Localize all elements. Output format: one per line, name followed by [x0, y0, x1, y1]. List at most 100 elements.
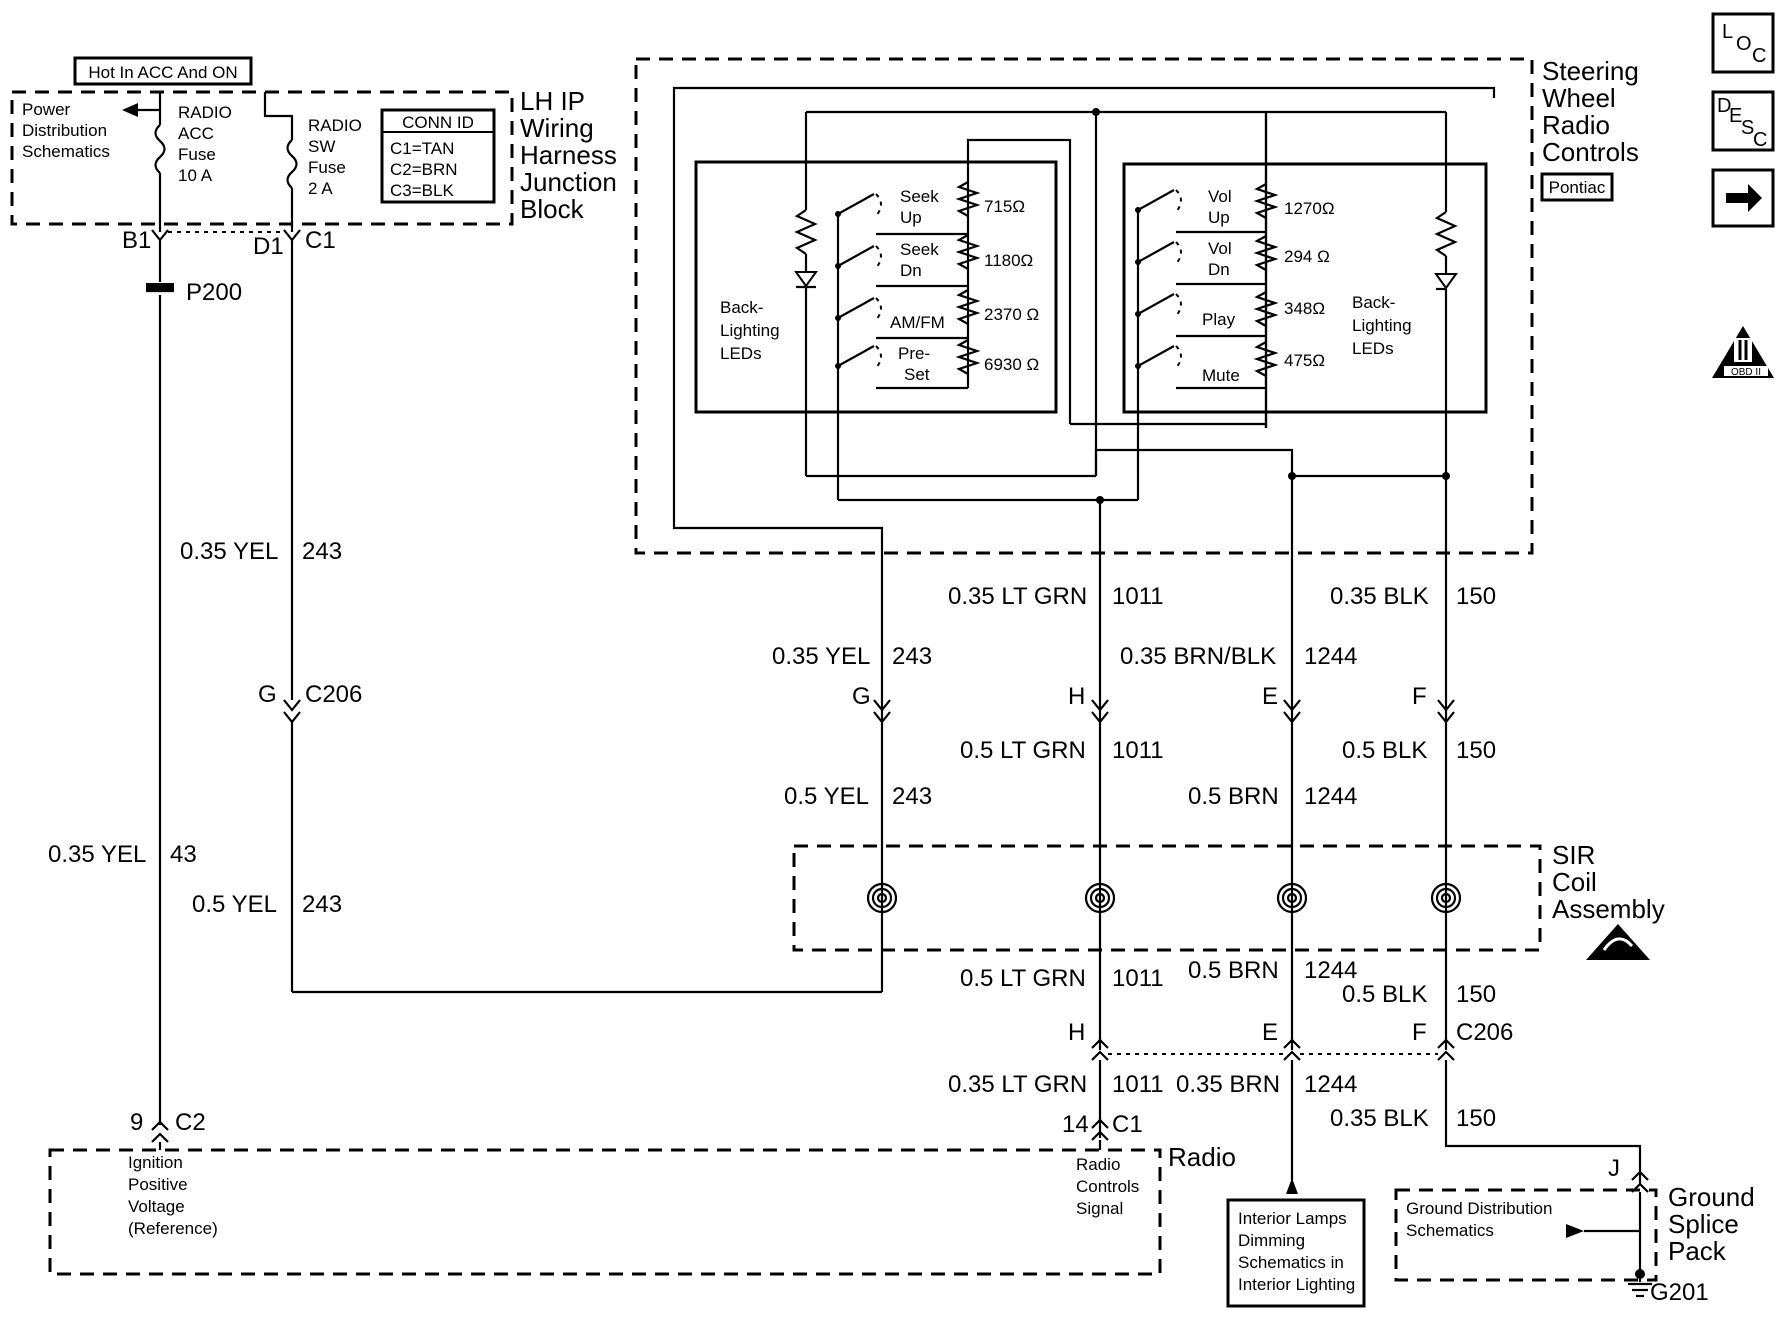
harness-name-5: Block: [520, 194, 585, 224]
ohm-1270: 1270Ω: [1284, 199, 1335, 218]
radio-pin-9: 9: [130, 1109, 143, 1136]
sir-name-1: SIR: [1552, 840, 1595, 870]
loc-button[interactable]: L O C: [1711, 12, 1775, 74]
wire-150-mid-label: 0.5 BLK: [1342, 737, 1427, 764]
ground-name-2: Splice: [1668, 1209, 1739, 1239]
wire-1011-035-top-label: 0.35 LT GRN: [948, 583, 1087, 610]
harness-name-3: Harness: [520, 140, 617, 170]
harness-name-4: Junction: [520, 167, 617, 197]
radio-controls-3: Signal: [1076, 1199, 1123, 1218]
interior-lamps-link[interactable]: Interior Lamps Dimming Schematics in Int…: [1226, 1178, 1366, 1308]
backlight-right-3: LEDs: [1352, 339, 1394, 358]
play: Play: [1202, 310, 1236, 329]
wire-150-low-label: 0.5 BLK: [1342, 981, 1427, 1008]
resistor-icon: [1253, 235, 1279, 271]
coil-icon: [866, 882, 898, 914]
wire-150-top-label: 0.35 BLK: [1330, 583, 1429, 610]
vol-dn-1: Vol: [1208, 239, 1232, 258]
fuse-icon: [286, 139, 298, 189]
radio-sw-fuse-line1: RADIO: [308, 116, 362, 135]
steering-wheel-controls: Steering Wheel Radio Controls Pontiac Ba…: [634, 56, 1639, 992]
wire-1011-05-low-label: 0.5 LT GRN: [960, 965, 1086, 992]
resistor-icon: [955, 289, 981, 325]
backlight-left-2: Lighting: [720, 321, 780, 340]
radio-sw-fuse-line4: 2 A: [308, 179, 333, 198]
pin-d1: D1: [253, 233, 284, 260]
radio-sw-fuse-line2: SW: [308, 137, 335, 156]
radio-c1: C1: [1112, 1111, 1143, 1138]
ground-splice-pack: J Ground Splice Pack Ground Distribution…: [1394, 1155, 1755, 1306]
wire-243-035-num: 243: [302, 538, 342, 565]
left-arrow-icon: [122, 103, 138, 117]
ignition-3: Voltage: [128, 1197, 185, 1216]
resistor-icon: [1253, 341, 1279, 377]
wire-150-bot-num: 150: [1456, 1105, 1496, 1132]
led-icon: [794, 271, 818, 288]
wire-1011-05-mid-num: 1011: [1112, 737, 1164, 764]
wire-243-035-right-label: 0.35 YEL: [772, 643, 870, 670]
wire-243-035-label: 0.35 YEL: [180, 538, 278, 565]
desc-button[interactable]: D E S C: [1711, 90, 1775, 152]
resistor-icon: [794, 209, 818, 255]
seek-up-1: Seek: [900, 187, 939, 206]
resistor-icon: [955, 181, 981, 217]
sir-name-2: Coil: [1552, 867, 1597, 897]
seek-dn-2: Dn: [900, 261, 922, 280]
interior-lamps-1: Interior Lamps: [1238, 1209, 1347, 1228]
radio-module: Radio 9 C2 14 C1 Ignition Positive Volta…: [48, 1109, 1236, 1276]
right-arrow-icon: [1566, 1224, 1584, 1238]
wire-243-05-right-label: 0.5 YEL: [784, 783, 869, 810]
coil-icon: [1430, 882, 1462, 914]
sir-coil-assembly: SIR Coil Assembly: [792, 840, 1665, 960]
interior-lamps-4: Interior Lighting: [1238, 1275, 1355, 1294]
wire-150-bot-label: 0.35 BLK: [1330, 1105, 1429, 1132]
steering-name-3: Radio: [1542, 110, 1610, 140]
mute: Mute: [1202, 366, 1240, 385]
next-button[interactable]: [1711, 168, 1775, 228]
fuse-icon: [154, 124, 166, 174]
interior-lamps-3: Schematics in: [1238, 1253, 1344, 1272]
g201-label: G201: [1650, 1279, 1709, 1306]
resistor-icon: [1253, 183, 1279, 219]
up-arrow-icon: [1286, 1178, 1298, 1194]
radio-acc-fuse-line2: ACC: [178, 124, 214, 143]
obd-ii-button[interactable]: OBD II: [1712, 326, 1774, 378]
wire-150-mid-num: 150: [1456, 737, 1496, 764]
vol-dn-2: Dn: [1208, 260, 1230, 279]
ignition-2: Positive: [128, 1175, 188, 1194]
wire-150-top-num: 150: [1456, 583, 1496, 610]
conn-id-title: CONN ID: [402, 113, 474, 132]
radio-c2: C2: [175, 1109, 206, 1136]
wire-243-05-left-label: 0.5 YEL: [192, 891, 277, 918]
ground-name-1: Ground: [1668, 1182, 1755, 1212]
upper-pin-f: F: [1412, 683, 1427, 710]
radio-acc-fuse-line3: Fuse: [178, 145, 216, 164]
loc-c: C: [1752, 45, 1766, 67]
pontiac-badge: Pontiac: [1549, 178, 1606, 197]
desc-c: C: [1753, 129, 1767, 151]
resistor-icon: [955, 234, 981, 270]
wire-1244-low-num: 1244: [1304, 957, 1357, 984]
pin-b1: B1: [122, 227, 151, 254]
wire-243-05-left-num: 243: [302, 891, 342, 918]
harness-name-1: LH IP: [520, 86, 585, 116]
coil-icon: [1084, 882, 1116, 914]
sir-warning-icon: [1586, 924, 1650, 960]
radio-acc-fuse-line4: 10 A: [178, 166, 213, 185]
ohm-475: 475Ω: [1284, 351, 1325, 370]
wire-1244-mid-num: 1244: [1304, 783, 1357, 810]
ohm-715: 715Ω: [984, 197, 1025, 216]
ohm-348: 348Ω: [1284, 299, 1325, 318]
desc-d: D: [1717, 95, 1731, 117]
wire-1011-035-top-num: 1011: [1112, 583, 1164, 610]
ignition-4: (Reference): [128, 1219, 218, 1238]
vol-up-2: Up: [1208, 208, 1230, 227]
wire-150-low-num: 150: [1456, 981, 1496, 1008]
loc-l: L: [1722, 21, 1733, 43]
steering-name-4: Controls: [1542, 137, 1639, 167]
right-arrow-icon: [1726, 184, 1762, 212]
wire-1011-05-low-num: 1011: [1112, 965, 1164, 992]
backlight-right-2: Lighting: [1352, 316, 1412, 335]
vol-up-1: Vol: [1208, 187, 1232, 206]
preset-2: Set: [904, 365, 930, 384]
